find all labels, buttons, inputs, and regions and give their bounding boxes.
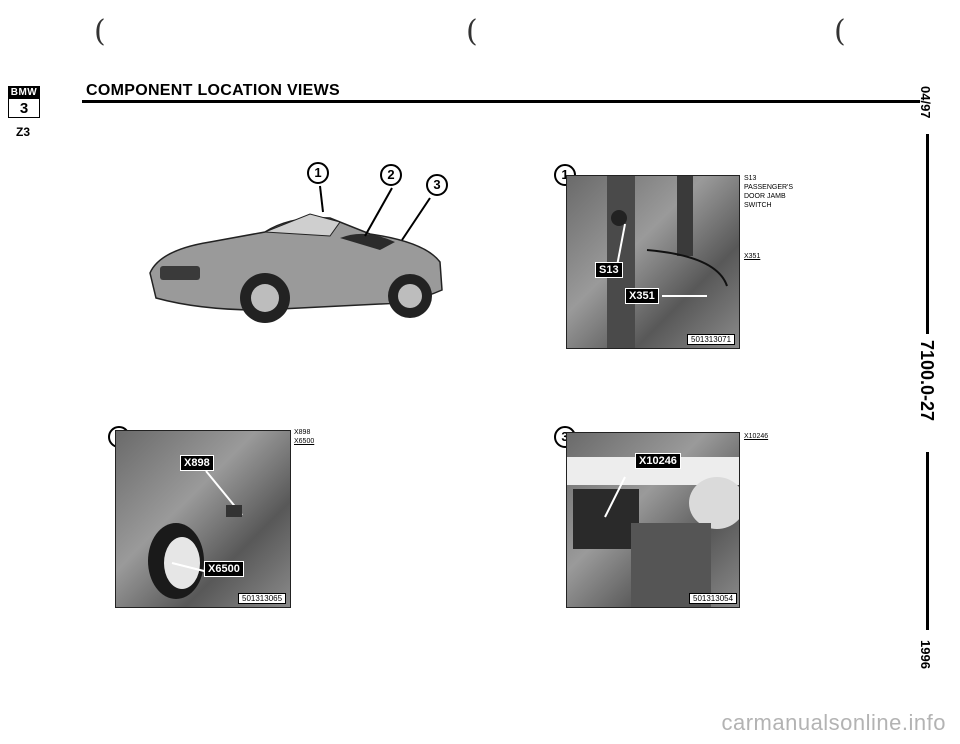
- view-2-tag-x6500: X6500: [204, 561, 244, 577]
- sidebar-doc-number: 7100.0-27: [917, 340, 937, 422]
- view-1-photo-ref: 501313071: [687, 334, 736, 345]
- car-overview: 1 2 3: [140, 158, 450, 348]
- view-3-photo-ref: 501313054: [689, 593, 738, 604]
- view-1-tag-s13: S13: [595, 262, 623, 278]
- view-1-connector-code: X351: [744, 252, 760, 261]
- grommet-photo-shapes: [148, 470, 243, 599]
- sidebar-rule-lower: [926, 452, 929, 630]
- model-label: Z3: [16, 125, 31, 139]
- sidebar-date: 04/97: [918, 86, 933, 119]
- header-rule: [82, 100, 920, 103]
- view-3-label: X10246: [744, 432, 768, 441]
- overview-callout-2: 2: [380, 164, 402, 186]
- view-1-component-desc: PASSENGER'S DOOR JAMB SWITCH: [744, 184, 794, 209]
- scan-mark-right: (: [834, 14, 846, 49]
- view-2-label-x6500-text: X6500: [294, 438, 315, 445]
- roadster-illustration: [149, 185, 443, 323]
- view-1-photo: S13 X351 501313071: [566, 175, 740, 349]
- overview-callout-3: 3: [426, 174, 448, 196]
- view-1-connector-code-text: X351: [744, 253, 761, 260]
- view-2-photo: X898 X6500 501313065: [115, 430, 291, 608]
- view-1-tag-x351: X351: [625, 288, 659, 304]
- view-1-description: S13 PASSENGER'S DOOR JAMB SWITCH: [744, 174, 810, 210]
- view-2-label-x6500: X6500: [294, 437, 314, 446]
- watermark: carmanualsonline.info: [721, 710, 946, 735]
- sidebar-year: 1996: [918, 640, 933, 669]
- view-2-labels: X898 X6500: [294, 428, 314, 446]
- view-2-label-x898: X898: [294, 429, 311, 436]
- scan-mark-center: (: [466, 14, 478, 49]
- door-jamb-photo-shapes: [607, 176, 728, 348]
- scan-mark-left: (: [94, 14, 106, 49]
- overview-callout-1: 1: [307, 162, 329, 184]
- bmw-3-series-logo: BMW 3: [8, 86, 40, 118]
- page-title: COMPONENT LOCATION VIEWS: [86, 82, 341, 99]
- view-3-tag-x10246: X10246: [635, 453, 681, 469]
- sidebar-rule-upper: [926, 134, 929, 334]
- view-2-photo-ref: 501313065: [238, 593, 287, 604]
- view-1-component-code: S13: [744, 175, 757, 182]
- view-2-tag-x898: X898: [180, 455, 214, 471]
- view-3-label-text: X10246: [744, 433, 769, 440]
- logo-brand: BMW: [9, 87, 39, 99]
- view-3-photo: X10246 501313054: [566, 432, 740, 608]
- logo-series: 3: [19, 100, 29, 117]
